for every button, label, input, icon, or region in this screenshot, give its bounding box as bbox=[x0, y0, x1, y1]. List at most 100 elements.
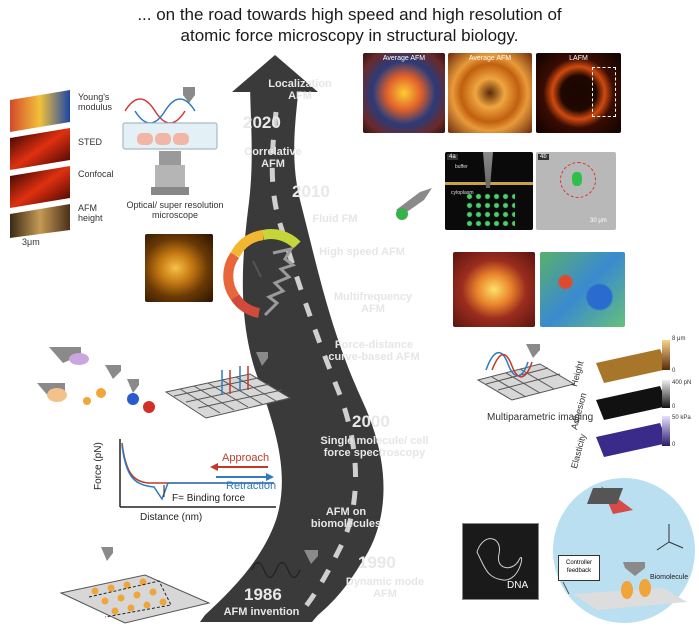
scale-elasticity-max: 50 kPa bbox=[672, 415, 691, 421]
scale-30um: 30 μm bbox=[590, 218, 607, 224]
average-afm-structure-image: Average AFM bbox=[363, 53, 445, 133]
height-layer bbox=[596, 349, 668, 383]
force-ylabel: Force (pN) bbox=[93, 442, 104, 490]
confocal-layer bbox=[10, 166, 70, 208]
dna-label: DNA bbox=[507, 580, 529, 591]
height-colorbar bbox=[662, 340, 670, 370]
imaging-grid-schematic bbox=[59, 547, 211, 624]
multiparametric-layers bbox=[596, 349, 668, 457]
lafm-image: LAFM bbox=[536, 53, 621, 133]
road-item-label: Dynamic mode AFM bbox=[345, 576, 425, 600]
road-item-label: Single molecule/ cell force spectroscopy bbox=[320, 435, 429, 459]
page-title: ... on the road towards high speed and h… bbox=[0, 4, 699, 46]
label-confocal: Confocal bbox=[78, 169, 114, 179]
road-item-smfs: Single molecule/ cell force spectroscopy bbox=[312, 435, 437, 459]
fluidfm-tip bbox=[483, 152, 493, 188]
label-young: Young's modulus bbox=[78, 92, 113, 112]
retraction-curve bbox=[121, 444, 274, 501]
optical-microscope bbox=[122, 87, 218, 195]
average-afm-label-2: Average AFM bbox=[468, 55, 512, 62]
year-2020: 2020 bbox=[243, 113, 281, 132]
force-spectroscopy-schematic bbox=[37, 347, 155, 413]
sted-layer bbox=[10, 128, 70, 170]
year-1990: 1990 bbox=[358, 553, 396, 572]
multiparametric-label: Multiparametric imaging bbox=[487, 412, 594, 423]
wave-and-tip-icon bbox=[251, 550, 318, 578]
scale-height-max: 8 μm bbox=[672, 336, 686, 342]
road-item-label: Correlative AFM bbox=[244, 146, 302, 170]
correlative-stack bbox=[10, 90, 70, 238]
young-modulus-layer bbox=[10, 90, 70, 132]
binding-force-label: F= Binding force bbox=[172, 493, 246, 504]
scale-adhesion-min: 0 bbox=[672, 404, 676, 410]
road-item-fluidfm: Fluid FM bbox=[312, 213, 358, 225]
scale-adhesion-max: 400 pN bbox=[672, 380, 692, 386]
force-curve-chart bbox=[119, 439, 276, 508]
scale-3um: 3μm bbox=[22, 237, 40, 247]
multifrequency-image-2 bbox=[540, 252, 625, 327]
year-1986: 1986 bbox=[244, 585, 282, 604]
microscope-label: Optical/ super resolution microscope bbox=[126, 200, 224, 220]
label-sted: STED bbox=[78, 137, 103, 147]
retraction-label: Retraction bbox=[226, 480, 277, 492]
cell bbox=[137, 133, 153, 145]
road-item-label: Localization AFM bbox=[268, 78, 332, 102]
green-cell bbox=[572, 172, 582, 186]
dna-image: DNA bbox=[462, 523, 539, 600]
title-line-1: ... on the road towards high speed and h… bbox=[137, 5, 562, 24]
controller-feedback-box: Controller feedback bbox=[558, 555, 600, 581]
tag-4a: 4a bbox=[447, 154, 458, 160]
multiparametric-schematic bbox=[476, 344, 576, 401]
lafm-label: LAFM bbox=[569, 55, 588, 62]
road-item-correlative: Correlative AFM bbox=[232, 146, 314, 170]
multifrequency-image-1 bbox=[453, 252, 535, 327]
road-item-label: AFM on biomolecules bbox=[310, 506, 382, 530]
cell bbox=[173, 133, 189, 145]
target-circle bbox=[560, 162, 596, 198]
fluidfm-4a-image: 4a buffer cytoplasm bbox=[445, 152, 533, 230]
label-afm-height: AFM height bbox=[78, 203, 103, 223]
hsafm-image bbox=[145, 234, 213, 302]
year-2010: 2010 bbox=[292, 182, 330, 201]
hsafm-setup bbox=[562, 486, 687, 610]
road-center-line bbox=[269, 111, 359, 608]
approach-label: Approach bbox=[222, 452, 270, 464]
road-base bbox=[200, 615, 318, 622]
road-item-label: Force-distance curve-based AFM bbox=[328, 339, 420, 363]
road-item-multifrequency: Multifrequency AFM bbox=[328, 291, 418, 315]
scale-elasticity-min: 0 bbox=[672, 442, 676, 448]
adhesion-colorbar bbox=[662, 380, 670, 408]
road bbox=[205, 78, 384, 615]
road-item-hsafm: High speed AFM bbox=[319, 246, 405, 258]
road-arrow-head bbox=[232, 55, 318, 92]
lafm-zoom-box bbox=[592, 67, 616, 117]
road-item-invention: AFM invention bbox=[223, 606, 300, 618]
dna-strand bbox=[476, 538, 523, 581]
elasticity-colorbar bbox=[662, 416, 670, 446]
average-afm-label-1: Average AFM bbox=[382, 55, 426, 62]
adhesion-layer bbox=[596, 386, 668, 420]
cantilever-icon bbox=[183, 87, 195, 103]
road-item-localization: Localization AFM bbox=[255, 78, 345, 102]
afm-height-layer bbox=[10, 204, 70, 238]
distance-xlabel: Distance (nm) bbox=[140, 512, 203, 523]
cytoplasm-label: cytoplasm bbox=[451, 190, 474, 196]
grid-surface-schematic bbox=[164, 352, 292, 419]
fluidfm-4b-image: 4b 30 μm bbox=[536, 152, 616, 230]
tag-4b: 4b bbox=[538, 154, 549, 160]
buffer-label: buffer bbox=[455, 164, 468, 170]
road-item-force-distance: Force-distance curve-based AFM bbox=[324, 339, 424, 363]
road-item-label: Multifrequency AFM bbox=[333, 291, 413, 315]
fluidfm-probe-icon bbox=[396, 188, 432, 220]
road-item-dynamic: Dynamic mode AFM bbox=[345, 576, 425, 600]
cell bbox=[155, 133, 171, 145]
biomolecule-label: Biomolecule bbox=[650, 574, 689, 581]
average-afm-image: Average AFM bbox=[448, 53, 532, 133]
year-2000: 2000 bbox=[352, 412, 390, 431]
elasticity-layer bbox=[596, 423, 668, 457]
green-particles bbox=[465, 192, 515, 226]
road-item-biomolecules: AFM on biomolecules bbox=[300, 506, 392, 530]
title-line-2: atomic force microscopy in structural bi… bbox=[180, 26, 519, 45]
scale-height-min: 0 bbox=[672, 368, 676, 374]
